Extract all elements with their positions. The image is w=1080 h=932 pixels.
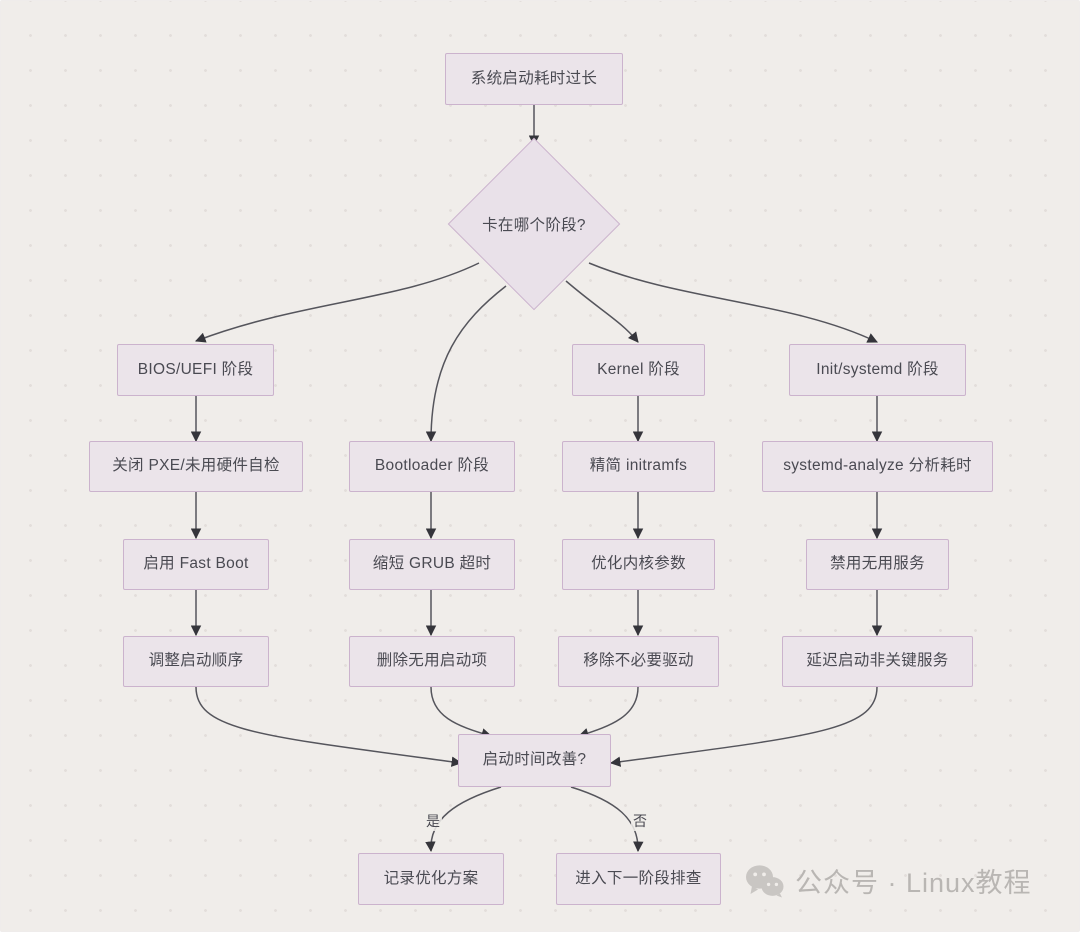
node-decision-bottom[interactable]: 启动时间改善? [458,734,611,787]
node-stage-init-systemd[interactable]: Init/systemd 阶段 [789,344,966,396]
node-step-grub-timeout[interactable]: 缩短 GRUB 超时 [349,539,515,590]
node-stage-kernel[interactable]: Kernel 阶段 [572,344,705,396]
edge-col3-to-result [577,686,639,739]
node-step-kernel-params-label: 优化内核参数 [591,555,686,573]
node-step-delay-services[interactable]: 延迟启动非关键服务 [782,636,973,687]
node-step-boot-order[interactable]: 调整启动顺序 [123,636,269,687]
edge-decision-to-bios [195,262,480,343]
edge-result-no [570,786,644,853]
edge-col4-to-result [609,686,878,767]
node-stage-bootloader[interactable]: Bootloader 阶段 [349,441,515,492]
node-root-label: 系统启动耗时过长 [470,69,598,87]
node-root[interactable]: 系统启动耗时过长 [445,53,623,105]
node-outcome-next-stage[interactable]: 进入下一阶段排查 [556,853,721,905]
node-step-fast-boot-label: 启用 Fast Boot [143,555,249,573]
node-stage-kernel-label: Kernel 阶段 [597,360,680,378]
node-step-remove-drivers[interactable]: 移除不必要驱动 [558,636,719,687]
node-step-systemd-analyze-label: systemd-analyze 分析耗时 [783,457,972,475]
node-step-remove-entries-label: 删除无用启动项 [376,652,488,670]
node-step-fast-boot[interactable]: 启用 Fast Boot [123,539,269,590]
edge-decision-to-bootloader [425,285,507,443]
node-step-initramfs-label: 精简 initramfs [589,457,688,475]
watermark-text: 公众号 · Linux教程 [795,868,1032,898]
node-stage-bios-label: BIOS/UEFI 阶段 [137,360,254,378]
node-outcome-record-label: 记录优化方案 [383,869,479,887]
edge-col1-to-result [195,686,463,767]
node-stage-bootloader-label: Bootloader 阶段 [374,457,490,475]
node-step-disable-services-label: 禁用无用服务 [830,555,925,573]
node-step-boot-order-label: 调整启动顺序 [148,652,244,670]
node-step-remove-drivers-label: 移除不必要驱动 [583,652,694,670]
node-stage-bios[interactable]: BIOS/UEFI 阶段 [117,344,274,396]
node-outcome-next-stage-label: 进入下一阶段排查 [575,869,702,887]
node-decision-bottom-label: 启动时间改善? [482,751,587,769]
node-step-close-pxe-label: 关闭 PXE/未用硬件自检 [112,457,280,475]
wechat-icon [746,864,784,897]
node-step-remove-entries[interactable]: 删除无用启动项 [349,636,515,687]
edge-label-no: 否 [631,811,649,831]
node-step-grub-timeout-label: 缩短 GRUB 超时 [372,555,492,573]
node-step-initramfs[interactable]: 精简 initramfs [562,441,715,492]
edge-decision-to-kernel [565,280,639,343]
node-step-systemd-analyze[interactable]: systemd-analyze 分析耗时 [762,441,993,492]
edge-label-yes: 是 [424,811,442,831]
node-outcome-record[interactable]: 记录优化方案 [358,853,504,905]
edge-col2-to-result [430,686,493,739]
node-step-disable-services[interactable]: 禁用无用服务 [806,539,949,590]
edge-decision-to-init [588,262,878,343]
node-stage-init-systemd-label: Init/systemd 阶段 [816,360,939,378]
node-step-close-pxe[interactable]: 关闭 PXE/未用硬件自检 [89,441,303,492]
node-decision-top-label: 卡在哪个阶段? [482,217,586,234]
node-step-kernel-params[interactable]: 优化内核参数 [562,539,715,590]
node-step-delay-services-label: 延迟启动非关键服务 [806,652,949,670]
watermark: 公众号 · Linux教程 [745,861,1032,900]
